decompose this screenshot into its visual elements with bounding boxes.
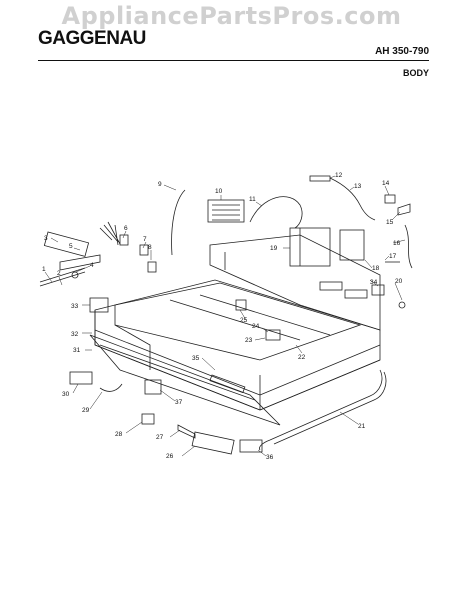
body-tray bbox=[94, 279, 381, 411]
callout-10: 10 bbox=[215, 188, 223, 195]
callout-18: 18 bbox=[372, 265, 380, 272]
section-title: BODY bbox=[402, 68, 429, 78]
callout-20: 20 bbox=[395, 278, 403, 285]
callout-14: 14 bbox=[382, 180, 390, 187]
callout-37: 37 bbox=[175, 399, 183, 406]
callout-4: 4 bbox=[90, 262, 94, 269]
callout-labels: 1 2 3 4 5 6 7 8 9 10 11 12 13 14 15 16 1… bbox=[42, 172, 403, 461]
callout-12: 12 bbox=[335, 172, 343, 179]
callout-13: 13 bbox=[354, 183, 362, 190]
callout-17: 17 bbox=[389, 253, 397, 260]
callout-30: 30 bbox=[62, 391, 70, 398]
callout-24: 24 bbox=[252, 323, 260, 330]
callout-31: 31 bbox=[73, 347, 81, 354]
cable-9 bbox=[171, 189, 186, 256]
front-frame bbox=[89, 334, 281, 426]
right-parts bbox=[371, 194, 413, 309]
callout-29: 29 bbox=[82, 407, 90, 414]
connector-12 bbox=[309, 175, 376, 221]
motor-block bbox=[207, 199, 245, 223]
transformer-19 bbox=[289, 227, 365, 267]
front-lower-parts bbox=[69, 299, 281, 455]
callout-33: 33 bbox=[71, 303, 79, 310]
callout-22: 22 bbox=[298, 354, 306, 361]
callout-8: 8 bbox=[148, 244, 152, 251]
callout-3: 3 bbox=[44, 235, 48, 242]
side-rail bbox=[259, 369, 387, 451]
brand-logo: GAGGENAU bbox=[38, 28, 146, 49]
callout-21: 21 bbox=[358, 423, 366, 430]
cable-11 bbox=[249, 196, 303, 229]
callout-34: 34 bbox=[370, 279, 378, 286]
callout-9: 9 bbox=[158, 181, 162, 188]
callout-35: 35 bbox=[192, 355, 200, 362]
callout-27: 27 bbox=[156, 434, 164, 441]
callout-36: 36 bbox=[266, 454, 274, 461]
callout-1: 1 bbox=[42, 266, 46, 273]
callout-5: 5 bbox=[69, 243, 73, 250]
left-parts bbox=[39, 221, 157, 313]
callout-28: 28 bbox=[115, 431, 123, 438]
callout-16: 16 bbox=[393, 240, 401, 247]
callout-19: 19 bbox=[270, 245, 278, 252]
model-number: AH 350-790 bbox=[375, 46, 429, 57]
callout-6: 6 bbox=[124, 225, 128, 232]
callout-11: 11 bbox=[249, 196, 256, 203]
header-rule bbox=[38, 60, 429, 61]
callout-7: 7 bbox=[143, 236, 147, 243]
rear-wall bbox=[209, 234, 381, 331]
callout-25: 25 bbox=[240, 317, 248, 324]
callout-23: 23 bbox=[245, 337, 253, 344]
watermark: AppliancePartsPros.com bbox=[61, 2, 402, 30]
callout-15: 15 bbox=[386, 219, 394, 226]
leader-lines bbox=[44, 175, 406, 457]
callout-26: 26 bbox=[166, 453, 174, 460]
callout-2: 2 bbox=[57, 270, 61, 277]
callout-32: 32 bbox=[71, 331, 79, 338]
